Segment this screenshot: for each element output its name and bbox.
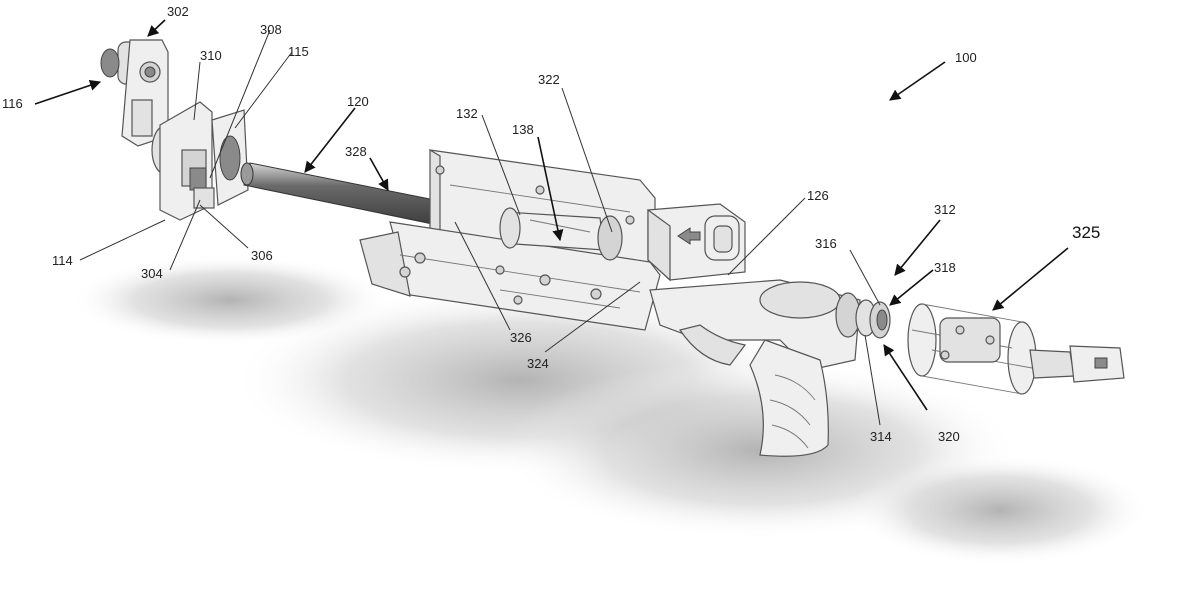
label-126: 126 [807, 188, 829, 203]
part-cage-attachment [907, 303, 1125, 395]
ground-shadow [70, 255, 1150, 565]
label-308: 308 [260, 22, 282, 37]
label-115: 115 [288, 44, 309, 59]
label-116: 116 [2, 96, 23, 111]
label-328: 328 [345, 144, 367, 159]
label-304: 304 [141, 266, 163, 281]
label-314: 314 [870, 429, 892, 444]
label-306: 306 [251, 248, 273, 263]
label-302: 302 [167, 4, 189, 19]
part-end-bracket [100, 39, 169, 147]
part-plate [211, 109, 249, 206]
part-grip-rail [649, 279, 861, 457]
part-coupling [855, 299, 891, 339]
label-324: 324 [527, 356, 549, 371]
label-316: 316 [815, 236, 837, 251]
label-138: 138 [512, 122, 534, 137]
label-310: 310 [200, 48, 222, 63]
label-114: 114 [52, 253, 73, 268]
leader-lines [34, 19, 1069, 426]
label-320: 320 [938, 429, 960, 444]
label-322: 322 [538, 72, 560, 87]
label-318: 318 [934, 260, 956, 275]
label-325: 325 [1072, 223, 1100, 242]
label-326: 326 [510, 330, 532, 345]
label-120: 120 [347, 94, 369, 109]
label-312: 312 [934, 202, 956, 217]
part-end-block [647, 203, 746, 282]
label-132: 132 [456, 106, 478, 121]
label-100: 100 [955, 50, 977, 65]
reference-numerals: 302 308 115 310 116 120 328 114 304 306 … [2, 4, 1100, 444]
part-barrel-tube [240, 162, 463, 229]
part-block-assembly [151, 101, 215, 221]
